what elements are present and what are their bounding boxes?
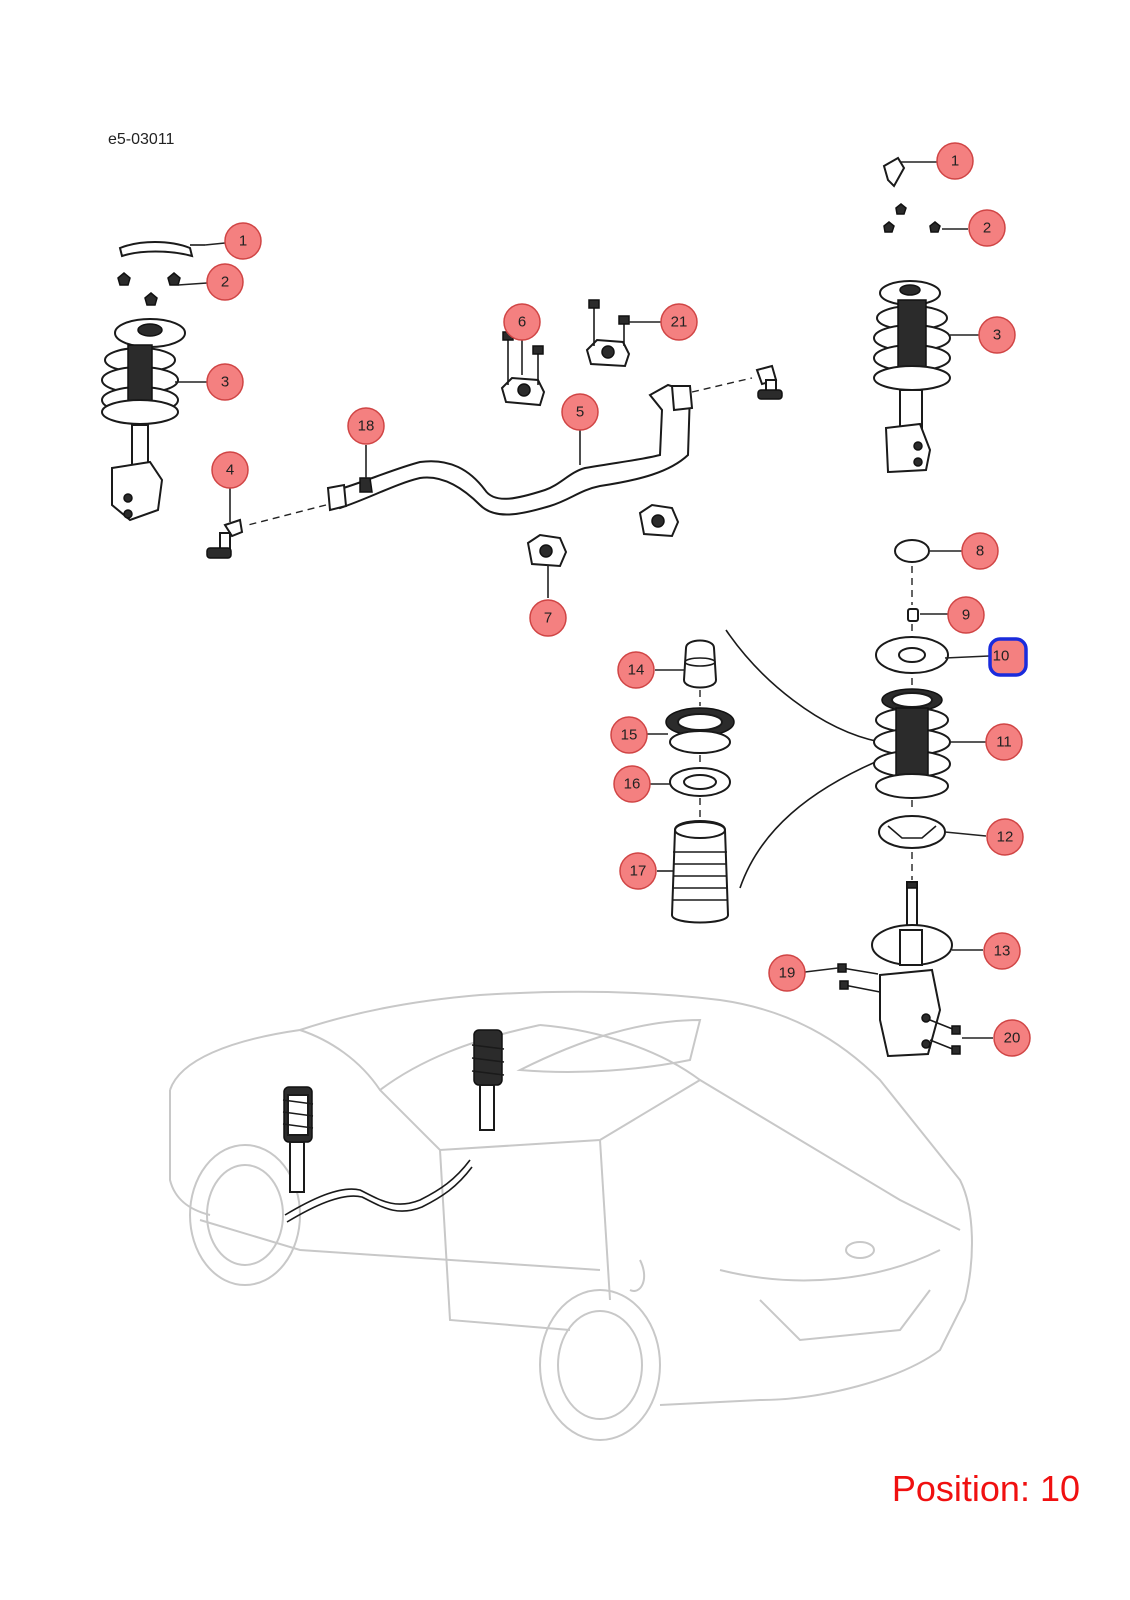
svg-text:9: 9 [962, 607, 970, 624]
svg-text:12: 12 [997, 829, 1014, 846]
guide-curve-upper [725, 629, 881, 743]
stabilizer-bar-assembly [206, 364, 783, 559]
callout-2-left[interactable]: 2 [206, 263, 244, 301]
position-label: Position: 10 [891, 1468, 1080, 1509]
callout-3-left[interactable]: 3 [206, 363, 244, 401]
diagram-code: e5-03011 [108, 131, 175, 148]
callout-7[interactable]: 7 [529, 599, 567, 637]
callout-20[interactable]: 20 [993, 1019, 1031, 1057]
callout-16[interactable]: 16 [613, 765, 651, 803]
car-suspension-overlay [282, 1029, 505, 1223]
callout-10-selected[interactable]: 10 [988, 637, 1028, 677]
svg-text:16: 16 [624, 776, 641, 793]
svg-text:11: 11 [996, 734, 1012, 751]
svg-text:18: 18 [358, 418, 375, 435]
svg-text:20: 20 [1004, 1030, 1021, 1047]
right-strut-assembly [873, 156, 951, 474]
svg-text:1: 1 [239, 233, 247, 250]
svg-text:8: 8 [976, 543, 984, 560]
svg-text:21: 21 [671, 314, 688, 331]
callout-21[interactable]: 21 [660, 303, 698, 341]
upgrade-parts-column [665, 639, 735, 924]
leader-lines [175, 161, 993, 1039]
callout-18[interactable]: 18 [347, 407, 385, 445]
callout-15[interactable]: 15 [610, 716, 648, 754]
svg-text:13: 13 [994, 943, 1011, 960]
svg-text:19: 19 [779, 965, 796, 982]
callout-11[interactable]: 11 [985, 723, 1023, 761]
callout-6[interactable]: 6 [503, 303, 541, 341]
callout-19[interactable]: 19 [768, 954, 806, 992]
callout-12[interactable]: 12 [986, 818, 1024, 856]
callout-1-left[interactable]: 1 [224, 222, 262, 260]
svg-text:2: 2 [221, 274, 229, 291]
exploded-strut-components [837, 539, 961, 1058]
svg-text:2: 2 [983, 220, 991, 237]
callout-9[interactable]: 9 [947, 596, 985, 634]
svg-text:10: 10 [993, 648, 1010, 665]
svg-text:7: 7 [544, 610, 552, 627]
svg-text:3: 3 [221, 374, 229, 391]
callout-4[interactable]: 4 [211, 451, 249, 489]
callout-3-right[interactable]: 3 [978, 316, 1016, 354]
svg-text:17: 17 [630, 863, 647, 880]
svg-text:5: 5 [576, 404, 584, 421]
callout-14[interactable]: 14 [617, 651, 655, 689]
svg-text:6: 6 [518, 314, 526, 331]
callout-8[interactable]: 8 [961, 532, 999, 570]
svg-text:15: 15 [621, 727, 638, 744]
svg-text:1: 1 [951, 153, 959, 170]
callout-5[interactable]: 5 [561, 393, 599, 431]
car-outline [169, 990, 973, 1441]
svg-text:3: 3 [993, 327, 1001, 344]
svg-text:14: 14 [628, 662, 645, 679]
svg-text:4: 4 [226, 462, 234, 479]
callout-2-right[interactable]: 2 [968, 209, 1006, 247]
callout-17[interactable]: 17 [619, 852, 657, 890]
left-strut-assembly [101, 241, 205, 522]
guide-curve-lower [739, 759, 881, 889]
callout-13[interactable]: 13 [983, 932, 1021, 970]
callout-1-right[interactable]: 1 [936, 142, 974, 180]
bushings-and-brackets [500, 299, 680, 568]
